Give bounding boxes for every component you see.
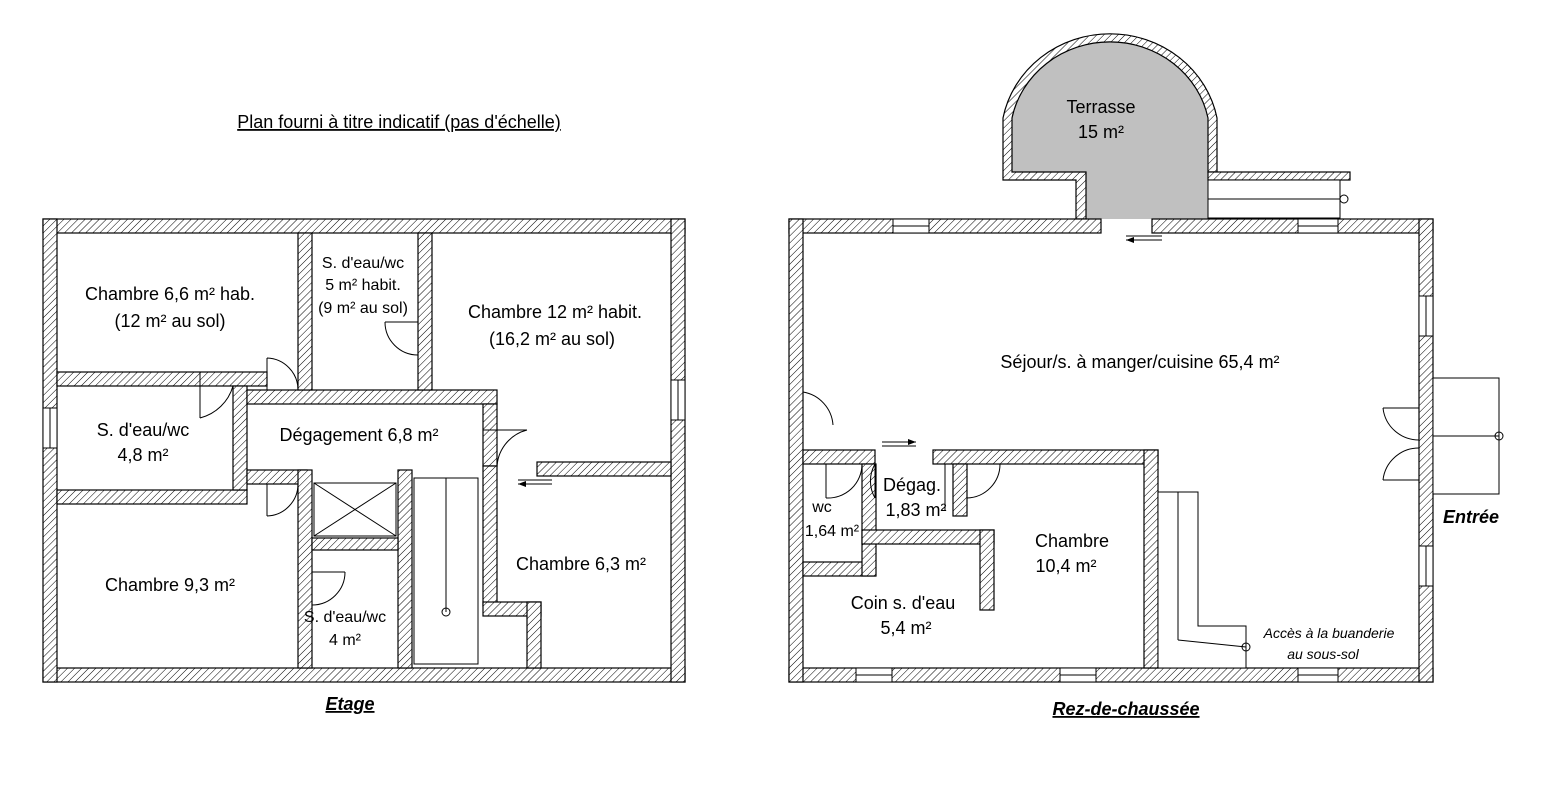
room-label: S. d'eau/wc bbox=[304, 609, 386, 626]
wall bbox=[1151, 218, 1434, 234]
wall bbox=[311, 537, 399, 551]
room-label: 1,83 m² bbox=[885, 500, 946, 520]
room-label: (16,2 m² au sol) bbox=[489, 329, 615, 349]
floor-title: Etage bbox=[325, 694, 374, 714]
room-label: 4 m² bbox=[329, 632, 362, 649]
room-label: Chambre 12 m² habit. bbox=[468, 302, 642, 322]
wall bbox=[397, 469, 413, 669]
room-label: Chambre 6,6 m² hab. bbox=[85, 284, 255, 304]
wall bbox=[482, 465, 498, 607]
wall bbox=[42, 218, 58, 683]
wall bbox=[482, 403, 498, 467]
annotation: Accès à la buanderie bbox=[1263, 625, 1395, 641]
staircase bbox=[1207, 179, 1349, 219]
room-label: (9 m² au sol) bbox=[318, 300, 408, 317]
wall bbox=[861, 529, 995, 545]
room-label: Dégag. bbox=[883, 475, 941, 495]
arrow-icon bbox=[882, 439, 916, 447]
arrow-icon bbox=[1126, 235, 1162, 243]
wall bbox=[232, 385, 248, 491]
room-label: wc bbox=[811, 499, 832, 516]
floor-title: Rez-de-chaussée bbox=[1052, 699, 1199, 719]
room-label: Dégagement 6,8 m² bbox=[279, 425, 438, 445]
ground-floor-plan: Terrasse 15 m² Séjour/s. à manger/cuisin… bbox=[788, 33, 1504, 719]
door-swing bbox=[311, 571, 346, 606]
room-label: Séjour/s. à manger/cuisine 65,4 m² bbox=[1000, 352, 1279, 372]
wall bbox=[536, 461, 672, 477]
wall bbox=[42, 667, 686, 683]
wall bbox=[56, 371, 268, 387]
wall bbox=[1207, 171, 1351, 181]
door-swing bbox=[266, 483, 299, 517]
room-label: Coin s. d'eau bbox=[851, 593, 956, 613]
door-swing bbox=[384, 321, 419, 356]
room-label: 15 m² bbox=[1078, 122, 1124, 142]
wall bbox=[297, 469, 313, 669]
door-swing bbox=[869, 463, 876, 499]
room-label: 4,8 m² bbox=[117, 445, 168, 465]
entry-staircase bbox=[1432, 377, 1504, 495]
room-label: 1,64 m² bbox=[805, 523, 860, 540]
wall bbox=[788, 218, 804, 683]
room-label: 5 m² habit. bbox=[325, 277, 401, 294]
door-swing bbox=[802, 391, 834, 428]
room-label: Chambre 6,3 m² bbox=[516, 554, 646, 574]
wall bbox=[1418, 218, 1434, 683]
wall bbox=[932, 449, 1159, 465]
terrace-area bbox=[1012, 41, 1208, 220]
door-swing bbox=[483, 429, 528, 471]
wall bbox=[526, 601, 542, 669]
room-label: Terrasse bbox=[1066, 97, 1135, 117]
door-swing bbox=[266, 357, 299, 391]
room-label: 5,4 m² bbox=[880, 618, 931, 638]
annotation: au sous-sol bbox=[1287, 646, 1359, 662]
door-swing bbox=[1382, 447, 1420, 481]
room-label: (12 m² au sol) bbox=[114, 311, 225, 331]
room-label: Chambre bbox=[1035, 531, 1109, 551]
wall bbox=[297, 232, 313, 391]
wall bbox=[417, 232, 433, 391]
room-label: 10,4 m² bbox=[1035, 556, 1096, 576]
upper-floor-plan: Chambre 6,6 m² hab. (12 m² au sol) S. d'… bbox=[42, 218, 686, 714]
wall bbox=[42, 218, 686, 234]
door-swing bbox=[966, 463, 1001, 499]
wall bbox=[952, 463, 968, 517]
wall bbox=[56, 489, 248, 505]
wall bbox=[670, 218, 686, 683]
staircase bbox=[413, 477, 479, 665]
wall bbox=[802, 449, 876, 465]
void-shaft bbox=[313, 482, 397, 537]
wall bbox=[861, 463, 877, 577]
plan-disclaimer: Plan fourni à titre indicatif (pas d'éch… bbox=[237, 112, 561, 132]
arrow-icon bbox=[518, 479, 552, 487]
door-swing bbox=[1382, 407, 1420, 441]
door-swing bbox=[199, 372, 234, 419]
room-label: S. d'eau/wc bbox=[322, 255, 404, 272]
basement-staircase bbox=[1157, 491, 1251, 669]
room-label: S. d'eau/wc bbox=[97, 420, 190, 440]
wall bbox=[979, 529, 995, 611]
entry-label: Entrée bbox=[1443, 507, 1499, 527]
wall bbox=[1143, 449, 1159, 669]
wall bbox=[246, 389, 498, 405]
wall bbox=[788, 218, 1102, 234]
room-label: Chambre 9,3 m² bbox=[105, 575, 235, 595]
door-swing bbox=[825, 463, 863, 499]
